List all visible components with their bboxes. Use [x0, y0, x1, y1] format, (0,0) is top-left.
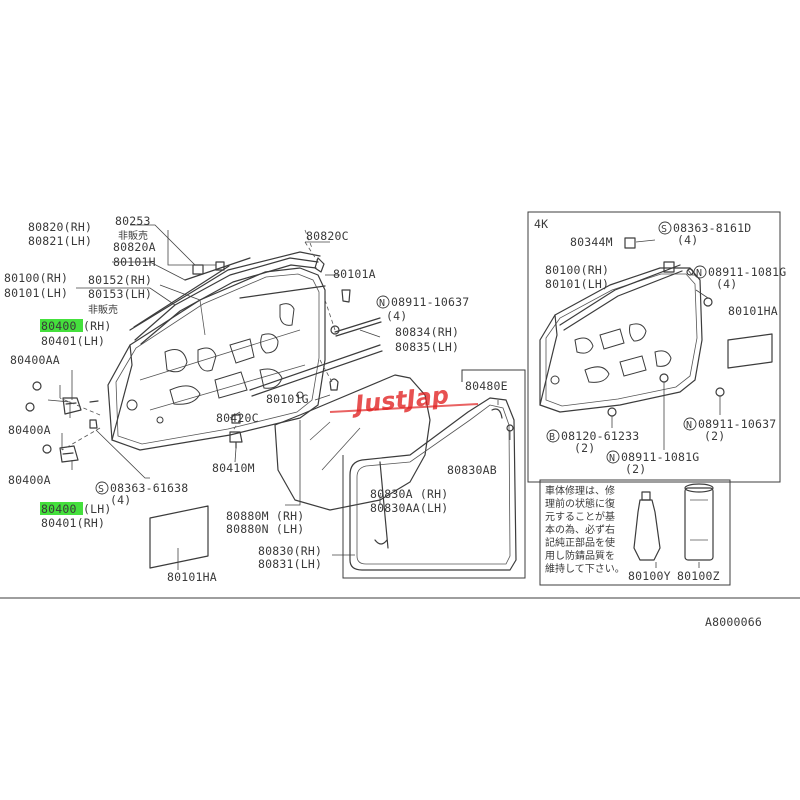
repair-note-box: [539, 479, 731, 586]
label-08911-10637-qty: (4): [386, 309, 407, 323]
label-inset-08363-8161d: 08363-8161D: [673, 221, 751, 235]
label-inset-08911-10637-qty: (2): [704, 429, 725, 443]
watermark-logo: JustJap: [329, 381, 479, 419]
note-line-6: 用し防錆品質を: [545, 549, 615, 562]
note-line-7: 維持して下さい。: [545, 562, 625, 575]
label-80152-rh: 80152(RH): [88, 273, 152, 287]
s-prefix-circle-2: [658, 221, 672, 235]
label-80400-lh-code: 80400: [41, 502, 77, 516]
label-80820-rh: 80820(RH): [28, 220, 92, 234]
door-seal-strips: [249, 317, 383, 397]
prefix-s-2: S: [661, 224, 667, 235]
label-80400a-1: 80400A: [8, 423, 51, 437]
label-80401-lh: 80401(LH): [41, 334, 105, 348]
label-08363-61638: 08363-61638: [110, 481, 188, 495]
label-80153-lh: 80153(LH): [88, 287, 152, 301]
label-leaders: [47, 224, 511, 570]
label-inset-80101-lh: 80101(LH): [545, 277, 609, 291]
label-80820a: 80820A: [113, 240, 156, 254]
label-80420c: 80420C: [216, 411, 259, 425]
trim-sheet-80101ha: [149, 505, 209, 569]
note-line-5: 記純正部品を使: [545, 536, 615, 549]
label-80880n-lh: 80880N (LH): [226, 522, 304, 536]
dashed-leaders: [59, 229, 336, 451]
label-80830aa-lh: 80830AA(LH): [370, 501, 448, 515]
label-inset-08120-61233-qty: (2): [574, 441, 595, 455]
label-inset-80100-rh: 80100(RH): [545, 263, 609, 277]
prefix-n-1: N: [379, 298, 385, 309]
label-80820c: 80820C: [306, 229, 349, 243]
label-80834-rh: 80834(RH): [395, 325, 459, 339]
doc-code: A8000066: [705, 615, 762, 629]
n-prefix-circle-1: [376, 295, 390, 309]
label-inset-08120-61233: 08120-61233: [561, 429, 639, 443]
prefix-s-1: S: [98, 484, 104, 495]
label-80401-rh: 80401(RH): [41, 516, 105, 530]
label-80821-lh: 80821(LH): [28, 234, 92, 248]
n-prefix-circle-4: [606, 450, 620, 464]
label-not-for-sale-2: 非販売: [88, 303, 118, 316]
n-prefix-circle-2: [693, 265, 707, 279]
window-frame-strips: [129, 251, 326, 345]
label-80100-rh: 80100(RH): [4, 271, 68, 285]
label-inset-08911-10637: 08911-10637: [698, 417, 776, 431]
label-80400-rh-side: (RH): [83, 319, 112, 333]
n-prefix-circle-3: [683, 417, 697, 431]
label-inset-08363-8161d-qty: (4): [677, 233, 698, 247]
label-08363-61638-qty: (4): [110, 493, 131, 507]
door-hinges: [25, 381, 99, 463]
label-80100z: 80100Z: [677, 569, 720, 583]
note-line-3: 元することが基: [545, 510, 615, 523]
label-inset-80344m: 80344M: [570, 235, 613, 249]
note-line-2: 理前の状態に復: [545, 497, 615, 510]
label-80830ab: 80830AB: [447, 463, 497, 477]
note-line-4: 本の為、必ず右: [545, 523, 615, 536]
highlight-80400-lh: [40, 502, 83, 515]
label-80101-lh: 80101(LH): [4, 286, 68, 300]
label-inset-08911-1081g-b-qty: (2): [625, 462, 646, 476]
door-shell-main: [107, 267, 326, 451]
prefix-n-3: N: [686, 420, 692, 431]
label-08911-10637: 08911-10637: [391, 295, 469, 309]
label-80400-rh-code: 80400: [41, 319, 77, 333]
weatherstrip-box: [342, 369, 526, 579]
label-80101g: 80101G: [266, 392, 309, 406]
inset-4k: [527, 211, 781, 483]
label-80100y: 80100Y: [628, 569, 671, 583]
note-line-1: 車体修理は、修: [545, 484, 615, 497]
label-80400aa: 80400AA: [10, 353, 60, 367]
label-80831-lh: 80831(LH): [258, 557, 322, 571]
prefix-b: B: [549, 432, 555, 443]
label-inset-80101ha: 80101HA: [728, 304, 778, 318]
label-80835-lh: 80835(LH): [395, 340, 459, 354]
label-80101h: 80101H: [113, 255, 156, 269]
prefix-n-4: N: [609, 453, 615, 464]
label-inset-08911-1081g-a-qty: (4): [716, 277, 737, 291]
label-80400-lh-side: (LH): [83, 502, 112, 516]
small-parts-main: [192, 257, 351, 449]
prefix-n-2: N: [696, 268, 702, 279]
part-labels: 80820(RH) 80821(LH) 80253 非販売 80820A 801…: [4, 214, 786, 629]
s-prefix-circle-1: [95, 481, 109, 495]
highlight-80400-rh: [40, 319, 83, 332]
label-80830-rh: 80830(RH): [258, 544, 322, 558]
label-80101a: 80101A: [333, 267, 376, 281]
label-80880m-rh: 80880M (RH): [226, 509, 304, 523]
label-80253: 80253: [115, 214, 151, 228]
watermark-text: JustJap: [350, 381, 450, 419]
label-inset-08911-1081g-a: 08911-1081G: [708, 265, 786, 279]
window-glass: [274, 374, 431, 511]
label-80410m: 80410M: [212, 461, 255, 475]
label-80830a-rh: 80830A (RH): [370, 487, 448, 501]
inset-title-4k: 4K: [534, 217, 548, 231]
label-80101ha: 80101HA: [167, 570, 217, 584]
label-80480e: 80480E: [465, 379, 508, 393]
label-not-for-sale-1: 非販売: [118, 229, 148, 242]
b-prefix-circle: [546, 429, 560, 443]
label-inset-08911-1081g-b: 08911-1081G: [621, 450, 699, 464]
label-80400a-2: 80400A: [8, 473, 51, 487]
